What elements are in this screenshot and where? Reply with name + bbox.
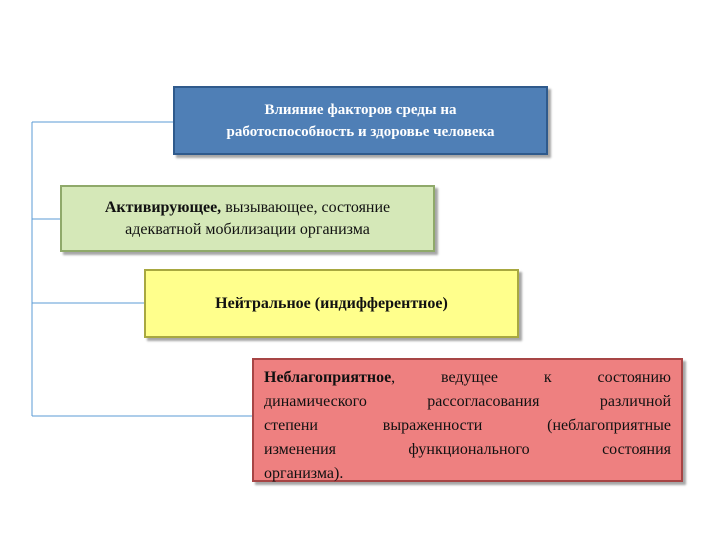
unfavorable-term: Неблагоприятное: [264, 369, 392, 386]
activating-line1: Активирующее, вызывающее, состояние: [105, 197, 390, 219]
neutral-factor-box: Нейтральное (индифферентное): [144, 269, 519, 338]
unfavorable-line1-rest: , ведущее к состоянию: [391, 369, 671, 386]
activating-factor-box: Активирующее, вызывающее, состояние адек…: [60, 185, 435, 252]
activating-desc: вызывающее, состояние: [221, 198, 391, 216]
root-title-line1: Влияние факторов среды на: [264, 101, 457, 118]
unfavorable-line3: степени выраженности (неблагоприятные: [264, 417, 671, 434]
neutral-label: Нейтральное (индифферентное): [215, 294, 448, 312]
activating-line2: адекватной мобилизации организма: [125, 220, 370, 238]
unfavorable-line2: динамического рассогласования различной: [264, 393, 671, 410]
unfavorable-line4: изменения функционального состояния: [264, 441, 671, 458]
unfavorable-factor-box: Неблагоприятное, ведущее к состоянию дин…: [252, 358, 683, 482]
unfavorable-line5: организма).: [264, 465, 344, 482]
activating-term: Активирующее,: [104, 198, 222, 216]
root-title-line2: работоспособность и здоровье человека: [226, 123, 495, 140]
unfavorable-line1: Неблагоприятное, ведущее к состоянию: [264, 366, 671, 390]
root-factor-box: Влияние факторов среды на работоспособно…: [173, 86, 548, 155]
